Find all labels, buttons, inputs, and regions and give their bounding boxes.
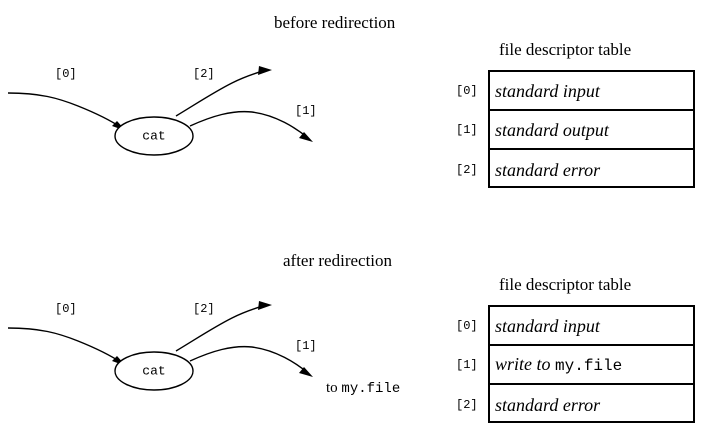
before-table-heading: file descriptor table: [499, 40, 632, 59]
after-fd-table: [0] standard input [1] write to my.file …: [456, 305, 695, 424]
before-stderr-label: [2]: [193, 67, 215, 81]
table-row: [2] standard error: [456, 385, 693, 424]
after-stderr-arrow: [175, 301, 272, 352]
table-row: [0] standard input: [456, 72, 693, 111]
before-stdout-label: [1]: [295, 104, 317, 118]
fd-value-filename: my.file: [555, 357, 623, 375]
fd-value: standard output: [495, 119, 609, 140]
after-stdin-label: [0]: [55, 302, 77, 316]
fd-index: [2]: [456, 397, 478, 412]
before-fd-table: [0] standard input [1] standard output […: [456, 70, 695, 189]
fd-index: [1]: [456, 357, 478, 372]
table-row: [2] standard error: [456, 150, 693, 189]
fd-index: [2]: [456, 162, 478, 177]
after-stdout-label: [1]: [295, 339, 317, 353]
before-stdin-label: [0]: [55, 67, 77, 81]
fd-index: [0]: [456, 318, 478, 333]
fd-index: [0]: [456, 83, 478, 98]
fd-value-text: write to: [495, 354, 556, 374]
fd-value-redirect: write to my.file: [490, 355, 622, 374]
fd-index: [1]: [456, 122, 478, 137]
after-stdin-arrow: [7, 327, 126, 366]
after-section-title: after redirection: [283, 251, 393, 270]
redirect-note-filename: my.file: [341, 381, 401, 397]
fd-value: standard error: [495, 394, 601, 415]
fd-value: standard input: [495, 315, 600, 336]
redirect-note-prefix: to: [326, 380, 338, 396]
after-stderr-label: [2]: [193, 302, 215, 316]
before-stderr-arrow: [175, 66, 272, 117]
after-process-label: cat: [142, 363, 166, 379]
after-table-heading: file descriptor table: [499, 275, 632, 294]
table-row: [1] write to my.file: [456, 346, 693, 385]
fd-value: standard error: [495, 159, 601, 180]
table-row: [0] standard input: [456, 307, 693, 346]
before-stdin-arrow: [7, 92, 126, 131]
redirect-target-note: to my.file: [326, 380, 401, 397]
fd-value: standard input: [495, 80, 600, 101]
before-section-title: before redirection: [274, 13, 396, 32]
table-row: [1] standard output: [456, 111, 693, 150]
before-process-label: cat: [142, 128, 166, 144]
